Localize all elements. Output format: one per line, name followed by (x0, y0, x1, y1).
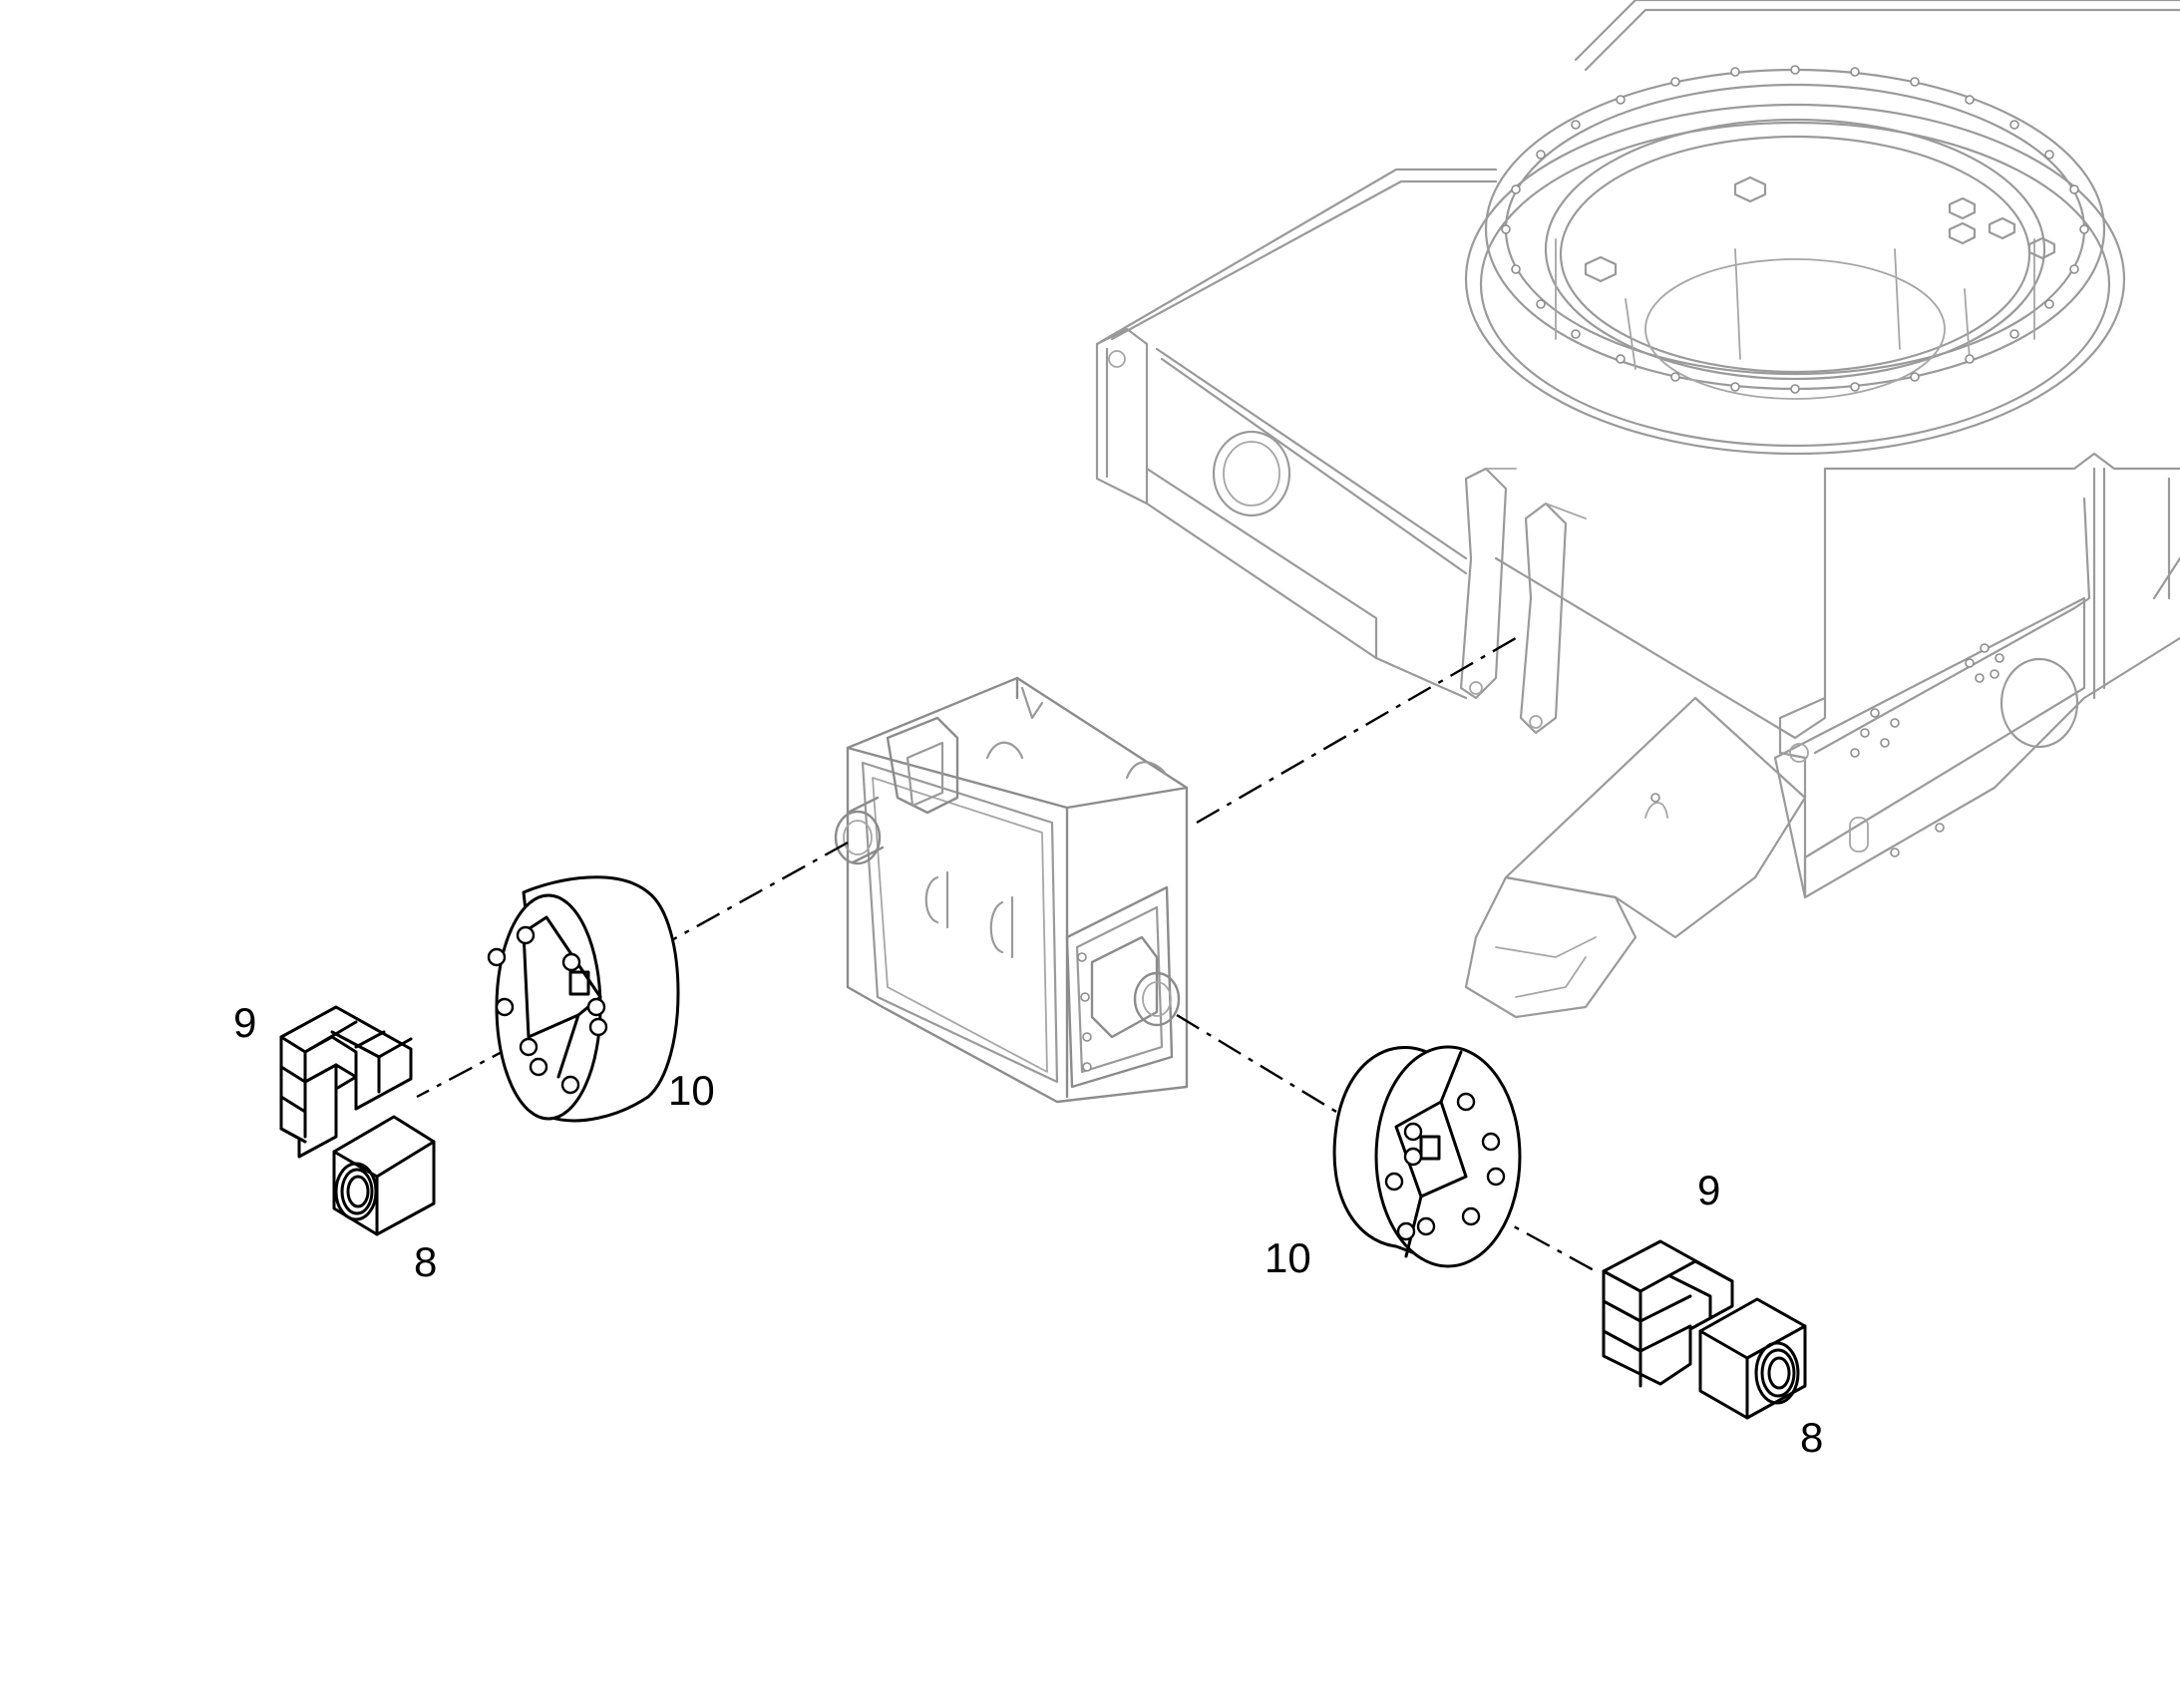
mounting-holes (1850, 643, 2004, 857)
callout-left-part-10: 10 (668, 1067, 715, 1114)
part-9-right-cube-stack (1602, 1239, 1734, 1388)
ring-bolt-holes (1501, 65, 2089, 394)
callout-left-part-9: 9 (233, 999, 256, 1046)
center-housing (834, 676, 1189, 1104)
callout-right-part-8: 8 (1800, 1414, 1823, 1461)
part-8-left-bearing-block (332, 1115, 436, 1236)
callout-right-part-9: 9 (1697, 1167, 1720, 1213)
leader-lines (416, 636, 1597, 1273)
callout-left-part-8: 8 (414, 1238, 437, 1285)
part-10-left-flange (487, 875, 680, 1123)
part-10-right-flange (1332, 1045, 1522, 1268)
upper-frame-assembly (1095, 0, 2180, 1019)
part-9-left-cube-stack (279, 1005, 413, 1159)
part-8-right-bearing-block (1698, 1297, 1807, 1420)
callout-right-part-10: 10 (1265, 1234, 1311, 1281)
